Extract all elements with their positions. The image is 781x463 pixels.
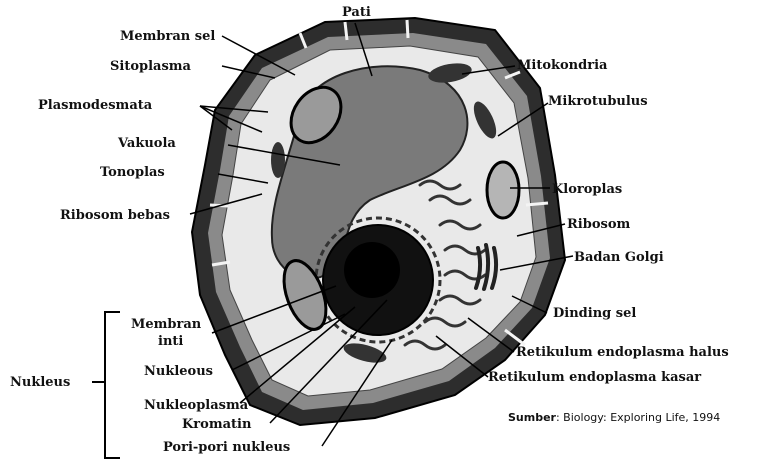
source-prefix: Sumber [508,411,556,424]
label-membran-inti-line1: Membran [131,318,201,331]
source-text: : Biology: Exploring Life, 1994 [556,411,720,424]
label-nukleous: Nukleous [144,365,213,378]
label-kloroplas: Kloroplas [552,183,622,196]
mitochondrion-3 [271,142,285,178]
label-tonoplas: Tonoplas [100,166,165,179]
label-sitoplasma: Sitoplasma [110,60,191,73]
label-mikrotubulus: Mikrotubulus [548,95,648,108]
label-nukleus: Nukleus [10,376,70,389]
label-nukleoplasma: Nukleoplasma [144,399,248,412]
label-kromatin: Kromatin [182,418,251,431]
label-plasmodesmata: Plasmodesmata [38,99,152,112]
label-pori-pori-nukleus: Pori-pori nukleus [163,441,290,454]
source-credit: Sumber: Biology: Exploring Life, 1994 [508,411,720,424]
label-membran-sel: Membran sel [120,30,215,43]
chloroplast-right [487,162,519,218]
label-membran-inti-line2: inti [158,335,183,348]
label-mitokondria: Mitokondria [517,59,607,72]
nucleolus [344,242,400,298]
label-ribosom-bebas: Ribosom bebas [60,209,170,222]
nukleus-bracket [92,312,120,458]
label-dinding-sel: Dinding sel [553,307,636,320]
label-re-halus: Retikulum endoplasma halus [516,346,729,359]
label-re-kasar: Retikulum endoplasma kasar [488,371,701,384]
label-badan-golgi: Badan Golgi [574,251,664,264]
label-ribosom: Ribosom [567,218,630,231]
label-pati: Pati [342,6,371,19]
label-vakuola: Vakuola [118,137,176,150]
